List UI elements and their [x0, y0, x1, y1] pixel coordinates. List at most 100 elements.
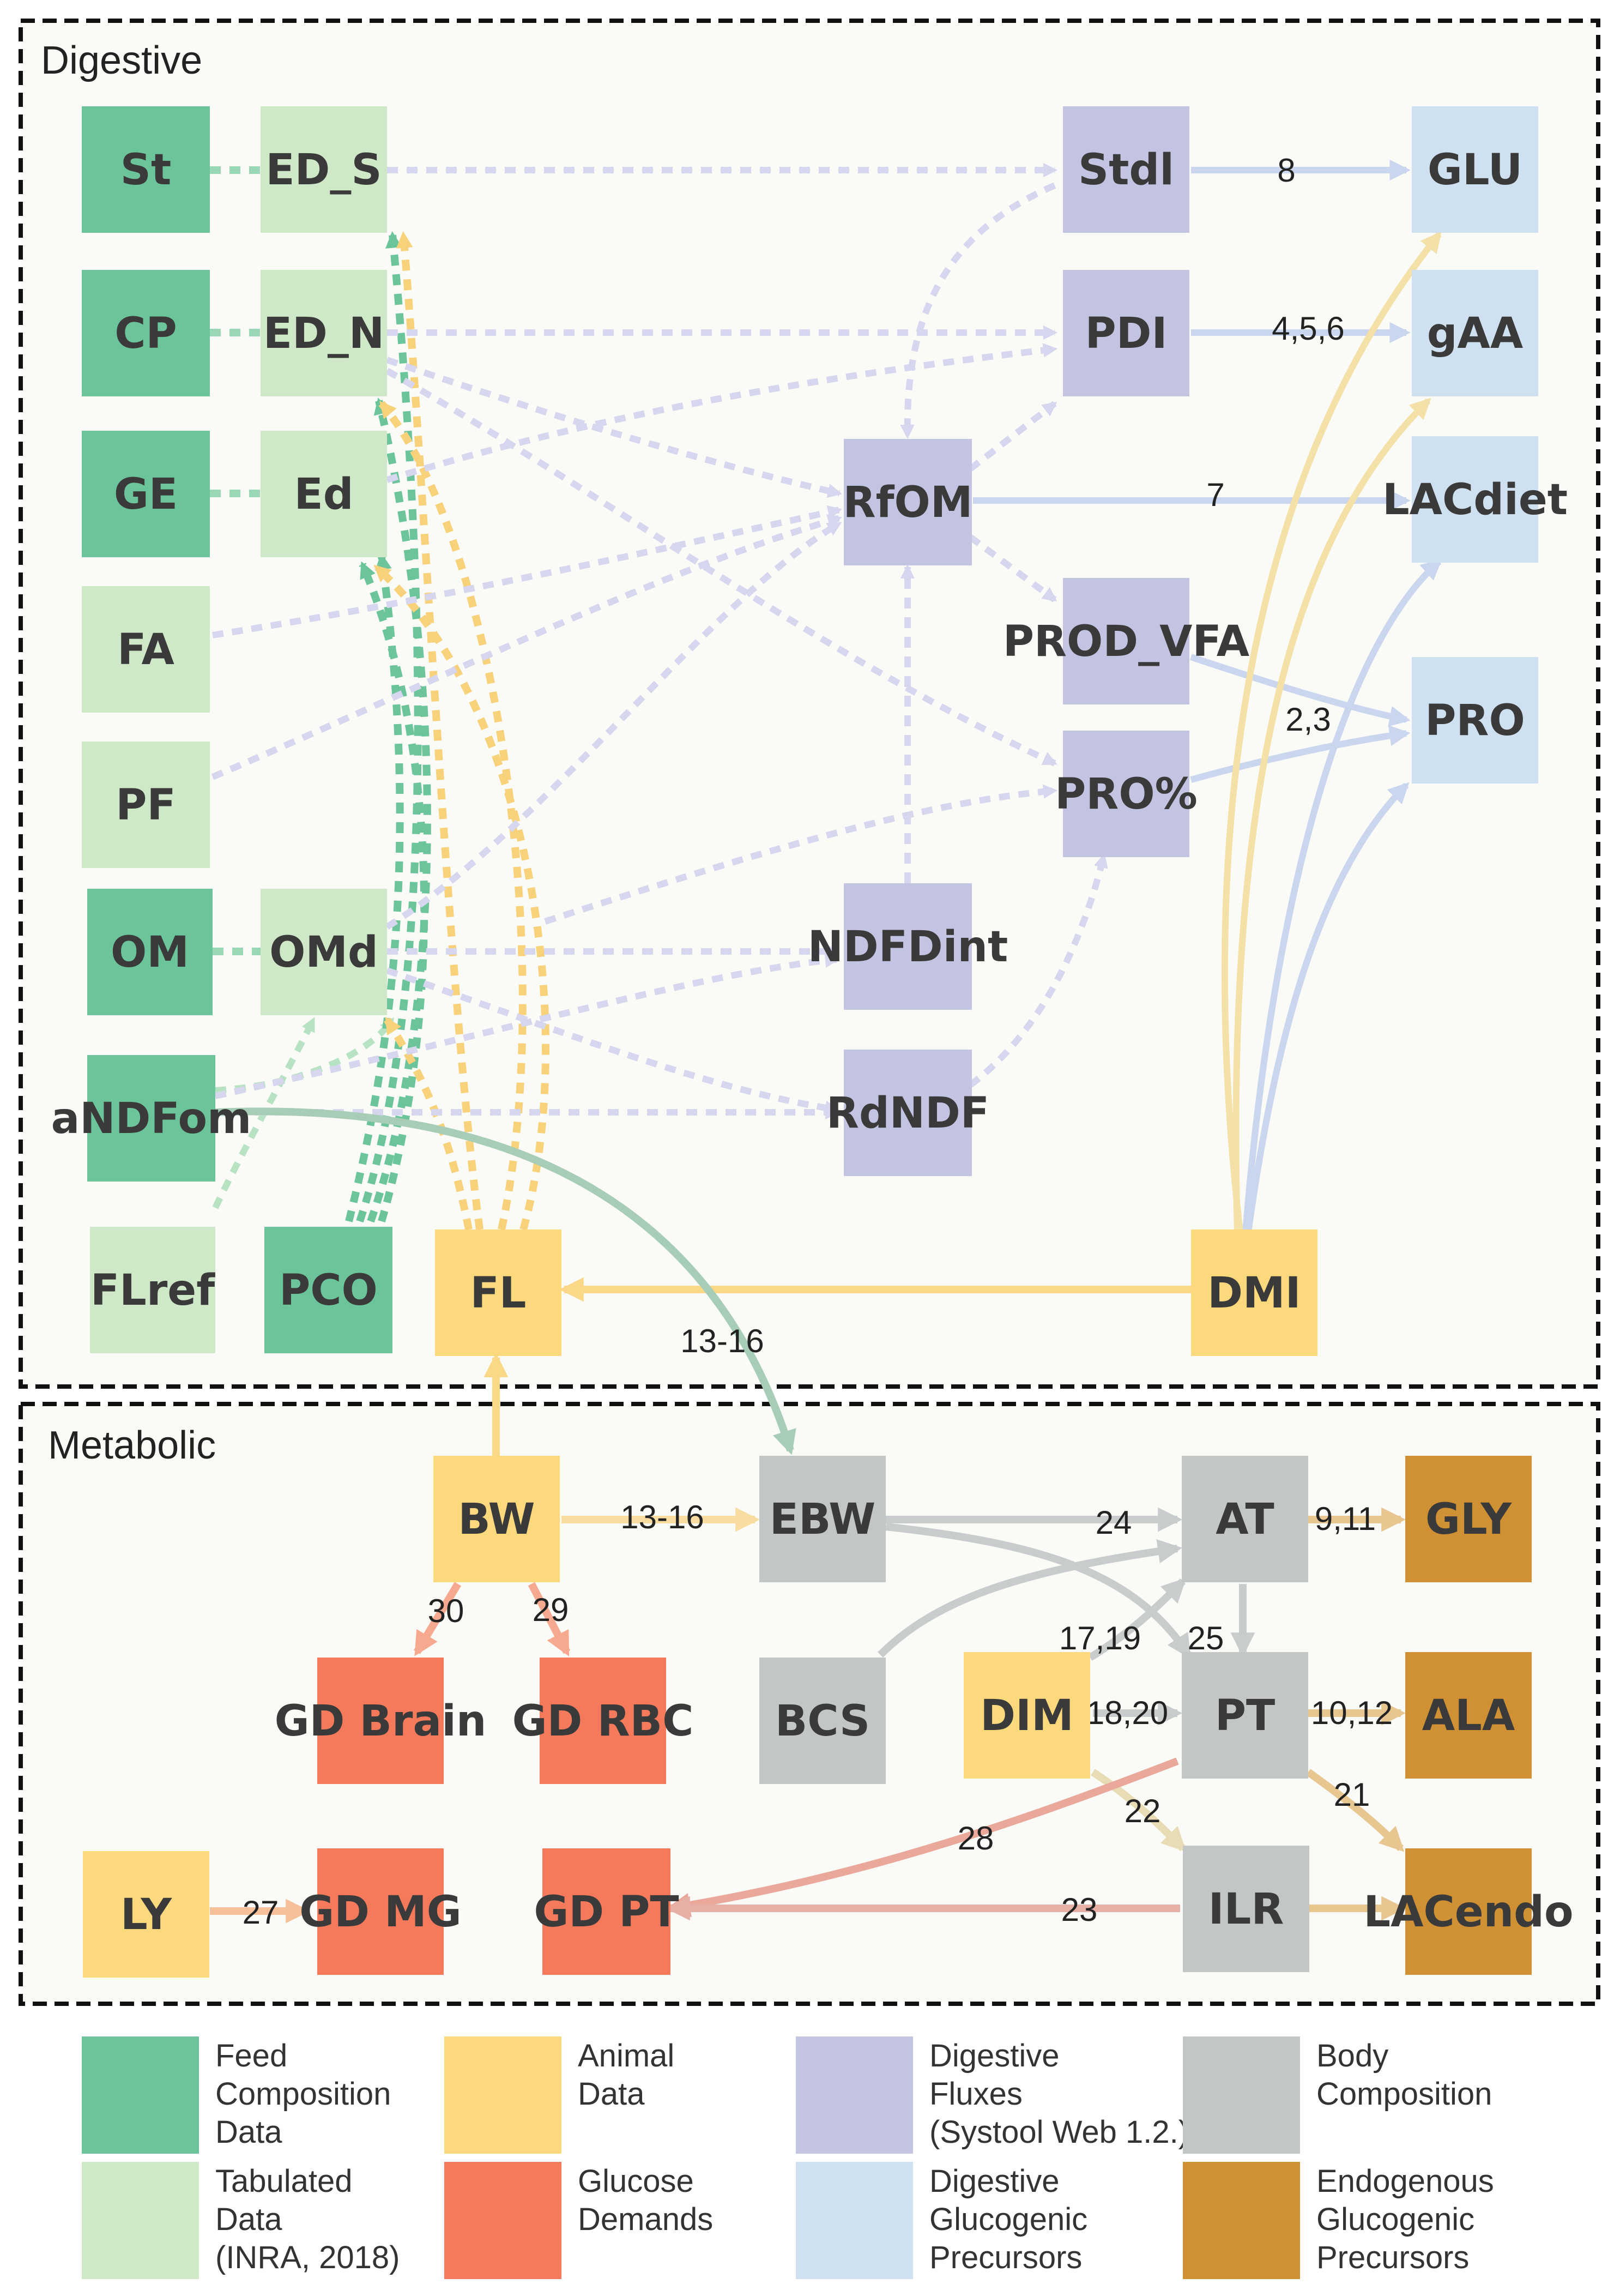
node-om: OM	[87, 889, 213, 1015]
node-label: aNDFom	[51, 1094, 252, 1143]
edge-rfom-vfa	[968, 534, 1057, 602]
node-propct: PRO%	[1055, 731, 1198, 857]
node-box	[87, 889, 213, 1015]
legend-swatch-animal	[444, 2036, 561, 2154]
node-box	[261, 889, 387, 1015]
legend-swatch-endo	[1183, 2162, 1300, 2279]
legend-label: Digestive	[929, 2038, 1060, 2074]
node-label: Stdl	[1078, 146, 1174, 195]
edge-label: 7	[1206, 477, 1224, 513]
edge-rfom-pdi	[968, 401, 1057, 472]
node-glu: GLU	[1412, 106, 1538, 233]
legend-label: Glucogenic	[1316, 2202, 1474, 2237]
edge-andf-ebw	[215, 1107, 796, 1455]
node-rdndf: RdNDF	[826, 1050, 989, 1176]
node-label: BW	[458, 1495, 535, 1544]
node-gdbrain: GD Brain	[275, 1658, 486, 1784]
node-box	[844, 439, 972, 565]
node-label: PCO	[279, 1266, 378, 1315]
edge-label: 30	[428, 1593, 464, 1629]
node-lacdiet: LACdiet	[1382, 436, 1568, 563]
node-box	[83, 1851, 209, 1978]
node-box	[844, 1050, 972, 1176]
edge-bw-gdbrain	[413, 1582, 462, 1656]
node-label: EBW	[770, 1495, 876, 1544]
node-fl: FL	[435, 1230, 561, 1356]
node-label: ED_N	[263, 309, 384, 358]
node-box	[82, 431, 210, 557]
node-box	[317, 1658, 444, 1784]
node-ala: ALA	[1405, 1652, 1532, 1779]
edge-pco-ed2	[345, 552, 404, 1222]
node-label: OMd	[269, 928, 378, 977]
node-box	[82, 106, 210, 233]
node-box	[82, 742, 210, 868]
node-label: LY	[120, 1890, 173, 1939]
node-gdrbc: GD RBC	[512, 1658, 693, 1784]
node-label: ALA	[1422, 1691, 1515, 1740]
node-label: CP	[114, 309, 177, 358]
node-box	[1191, 1230, 1317, 1356]
node-rfom: RfOM	[843, 439, 972, 565]
edge-pt-lacendo	[1305, 1769, 1405, 1852]
node-box	[1405, 1456, 1532, 1582]
legend-swatch-feed	[82, 2036, 199, 2154]
edge-andf-omd	[215, 1017, 395, 1094]
node-label: ED_S	[265, 146, 382, 195]
edge-dmi-lacdiet	[1242, 558, 1442, 1233]
node-box	[759, 1658, 886, 1784]
edge-omd-rfom	[385, 520, 842, 930]
legend-label: Feed	[215, 2038, 287, 2074]
edge-ed-pdi	[386, 343, 1058, 483]
edge-dim-ilr	[1091, 1769, 1187, 1852]
node-fa: FA	[82, 586, 210, 713]
node-label: FLref	[90, 1266, 215, 1315]
legend-label: Precursors	[1316, 2240, 1469, 2275]
node-pco: PCO	[264, 1227, 392, 1353]
edge-label: 10,12	[1311, 1695, 1393, 1731]
node-box	[1063, 578, 1189, 704]
node-ed: Ed	[261, 431, 387, 557]
legend-label: Demands	[578, 2202, 713, 2237]
edge-fl-eds	[396, 231, 483, 1230]
edge-rdndf-pro	[968, 853, 1108, 1088]
node-label: PRO	[1425, 696, 1525, 745]
node-label: GE	[114, 470, 178, 519]
legend-swatch-body	[1183, 2036, 1300, 2154]
node-box	[1183, 1846, 1309, 1972]
node-pro: PRO	[1412, 657, 1538, 784]
node-label: LACendo	[1363, 1888, 1573, 1937]
edge-vfa-pro	[1190, 654, 1411, 727]
node-label: PF	[116, 781, 176, 830]
node-label: PT	[1215, 1691, 1275, 1740]
legend-label: Data	[578, 2076, 645, 2112]
node-label: NDFDint	[808, 923, 1008, 972]
node-label: LACdiet	[1382, 475, 1568, 525]
node-dmi: DMI	[1191, 1230, 1317, 1356]
legend-label: Composition	[1316, 2076, 1492, 2112]
node-box	[435, 1230, 561, 1356]
node-label: GLY	[1425, 1495, 1513, 1544]
edge-label: 17,19	[1059, 1620, 1141, 1656]
edge-label: 2,3	[1285, 701, 1331, 738]
node-box	[1412, 436, 1538, 563]
edge-label: 9,11	[1315, 1500, 1376, 1537]
node-box	[964, 1652, 1090, 1779]
legend-label: Endogenous	[1316, 2164, 1494, 2199]
node-label: GD MG	[299, 1888, 462, 1937]
legend-label: Digestive	[929, 2164, 1060, 2199]
node-box	[261, 270, 387, 396]
digestive-panel	[19, 19, 1600, 1389]
legend-label: Animal	[578, 2038, 674, 2074]
edge-label: 18,20	[1086, 1695, 1168, 1731]
node-cp: CP	[82, 270, 210, 396]
edge-label: 23	[1061, 1891, 1098, 1928]
node-box	[1412, 270, 1538, 396]
node-ndfdint: NDFDint	[808, 883, 1008, 1010]
digestive-panel-label: Digestive	[41, 39, 202, 82]
edge-dmi-pro	[1245, 782, 1410, 1233]
node-box	[1182, 1652, 1308, 1779]
legend-label: (Systool Web 1.2.)	[929, 2114, 1189, 2150]
